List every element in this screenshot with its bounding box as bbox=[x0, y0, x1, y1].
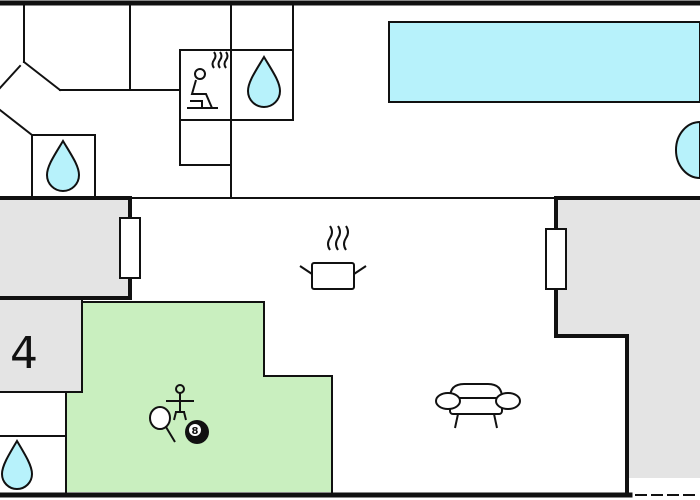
water-drop-icon bbox=[0, 439, 34, 490]
neighbor-area-left-lower bbox=[0, 298, 82, 392]
neighbor-area-left bbox=[0, 198, 130, 298]
sofa-icon bbox=[435, 383, 521, 429]
swimming-pool bbox=[388, 21, 700, 103]
table-football-icon bbox=[166, 384, 194, 421]
billiard-ball-label: 8 bbox=[192, 426, 199, 437]
window-right bbox=[545, 228, 567, 290]
table-tennis-icon bbox=[149, 406, 176, 443]
billiards-8-ball-icon: 8 bbox=[185, 420, 209, 444]
sauna-icon bbox=[187, 51, 229, 109]
spa-pool bbox=[675, 120, 700, 180]
cooking-pot-icon bbox=[299, 225, 367, 290]
room-number: 4 bbox=[10, 328, 38, 379]
water-drop-icon bbox=[246, 55, 282, 108]
games-room bbox=[66, 302, 332, 492]
water-drop-icon bbox=[45, 139, 81, 192]
window-left bbox=[119, 217, 141, 279]
